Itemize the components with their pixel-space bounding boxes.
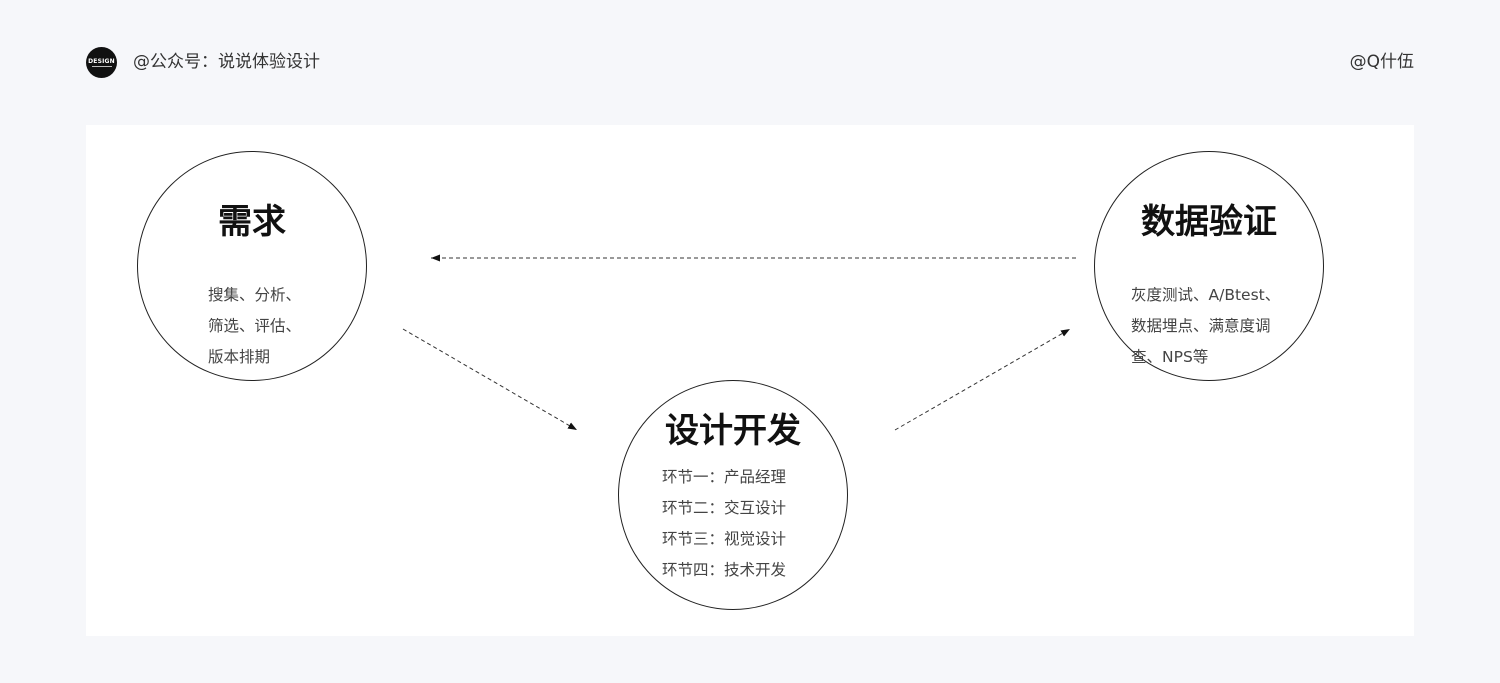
description-line: 环节二：交互设计	[662, 499, 787, 517]
node-title: 需求	[218, 202, 286, 242]
node-design-development: 设计开发 环节一：产品经理 环节二：交互设计 环节三：视觉设计 环节四：技术开发	[618, 380, 848, 610]
description-line: 灰度测试、A/Btest、	[1131, 286, 1281, 304]
node-description: 搜集、分析、 筛选、评估、 版本排期	[208, 280, 301, 373]
arrow-design-to-data	[894, 328, 1071, 431]
description-line: 筛选、评估、	[208, 317, 302, 335]
node-title: 设计开发	[665, 411, 801, 451]
node-description: 灰度测试、A/Btest、 数据埋点、满意度调 查、NPS等	[1131, 280, 1280, 373]
description-line: 环节四：技术开发	[662, 561, 787, 579]
node-description: 环节一：产品经理 环节二：交互设计 环节三：视觉设计 环节四：技术开发	[662, 462, 786, 586]
logo-underline	[91, 66, 112, 67]
description-line: 版本排期	[208, 348, 271, 366]
description-line: 环节一：产品经理	[662, 468, 787, 486]
node-data-validation: 数据验证 灰度测试、A/Btest、 数据埋点、满意度调 查、NPS等	[1094, 151, 1324, 381]
node-title: 数据验证	[1141, 202, 1277, 242]
design-logo-icon: DESIGN	[86, 47, 117, 78]
connector-layer	[402, 254, 1076, 431]
account-label: @公众号：说说体验设计	[133, 52, 320, 72]
description-line: 搜集、分析、	[208, 286, 302, 304]
header-brand: DESIGN @公众号：说说体验设计	[86, 47, 320, 78]
description-line: 查、NPS等	[1131, 348, 1209, 366]
author-label: @Q什伍	[1349, 52, 1414, 72]
logo-text: DESIGN	[88, 58, 115, 65]
node-demand: 需求 搜集、分析、 筛选、评估、 版本排期	[137, 151, 367, 381]
arrow-demand-to-design	[402, 328, 578, 431]
description-line: 数据埋点、满意度调	[1131, 317, 1271, 335]
description-line: 环节三：视觉设计	[662, 530, 787, 548]
workflow-diagram: 需求 搜集、分析、 筛选、评估、 版本排期 设计开发 环节一：产品经理 环节二：…	[86, 125, 1414, 636]
